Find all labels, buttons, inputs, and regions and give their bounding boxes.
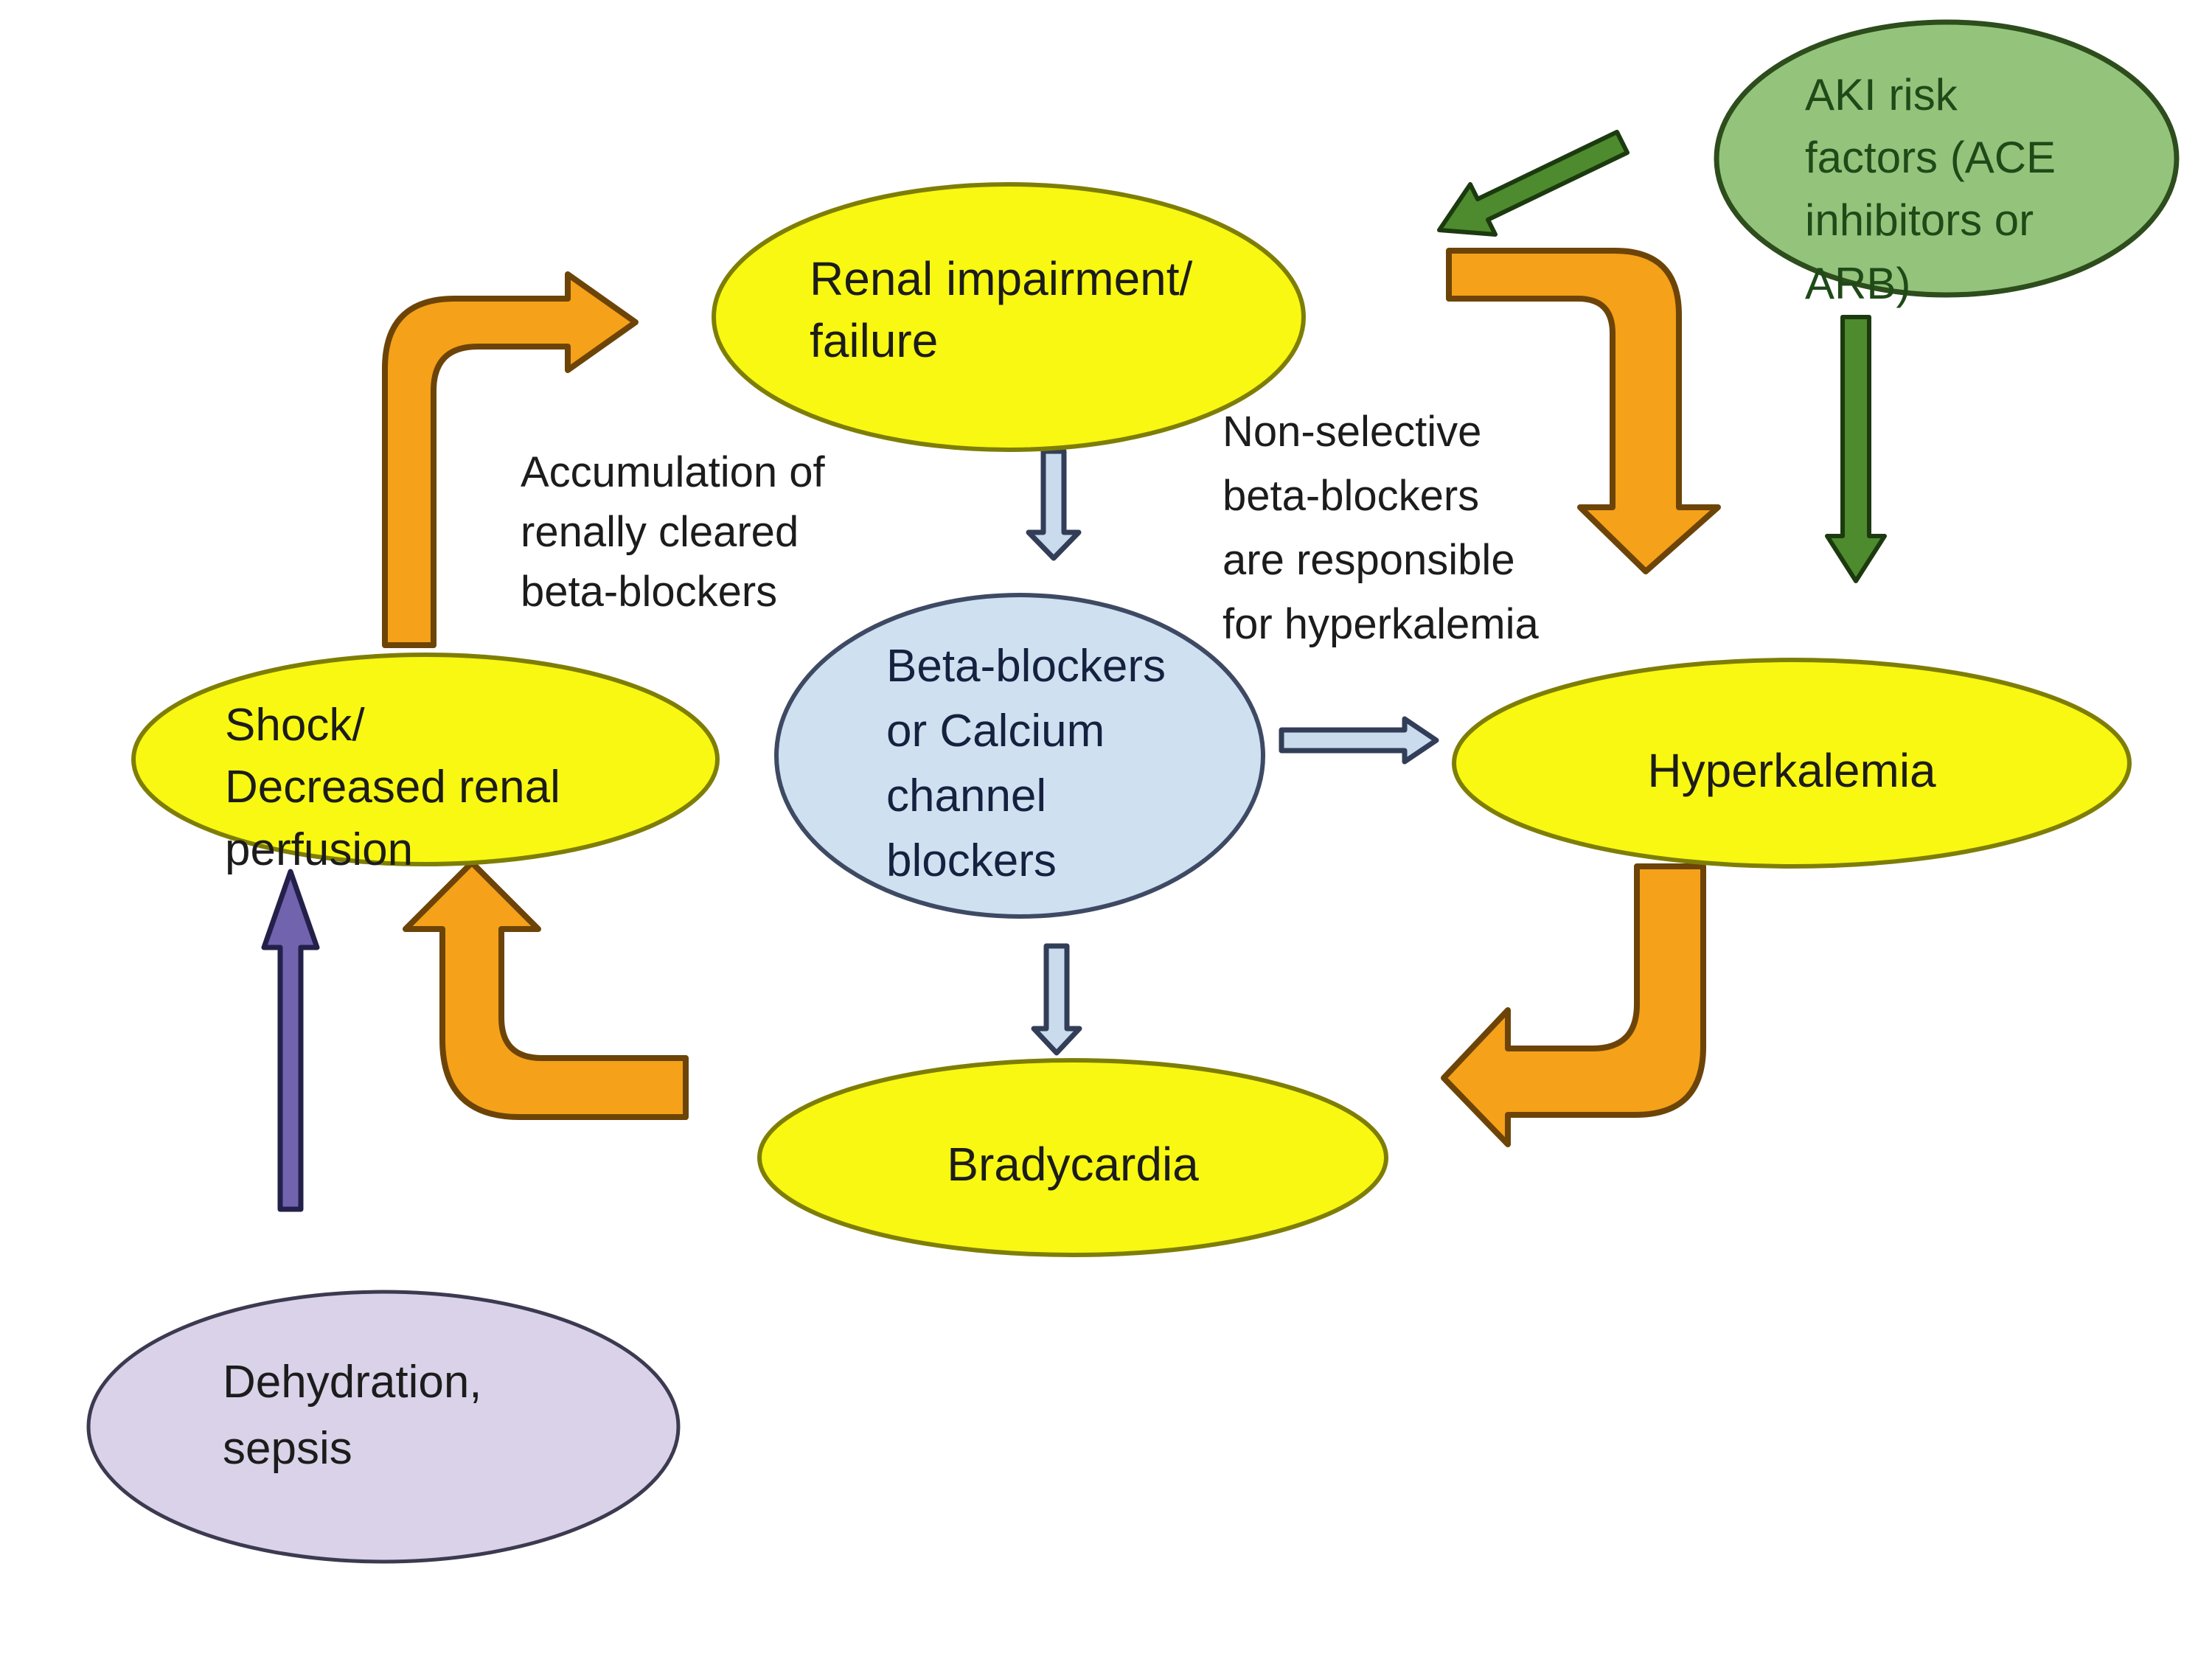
- node-dehydration-label: Dehydration, sepsis: [223, 1357, 482, 1474]
- node-beta-blockers-label: Beta-blockers or Calcium channel blocker…: [886, 641, 1166, 887]
- node-bradycardia-label: Bradycardia: [947, 1138, 1199, 1191]
- arrow-bradycardia-to-shock: [403, 860, 689, 1120]
- node-aki-risk-label: AKI risk factors (ACE inhibitors or ARB): [1805, 70, 2056, 308]
- node-hyperkalemia-shape: [1452, 658, 2132, 869]
- arrow-beta-blockers-to-hyperkalemia: [1279, 716, 1439, 765]
- node-shock-label: Shock/ Decreased renal perfusion: [225, 700, 560, 875]
- node-renal-impairment-label: Renal impairment/ failure: [810, 252, 1193, 368]
- arrow-renal-impairment-to-hyperkalemia: [1446, 248, 1721, 574]
- arrow-renal-impairment-to-beta-blockers: [1026, 448, 1082, 561]
- node-aki-risk-shape: [1714, 19, 2180, 298]
- arrow-aki-risk-to-hyperkalemia: [1825, 315, 1887, 583]
- node-dehydration-shape: [86, 1290, 681, 1564]
- node-beta-blockers-shape: [774, 593, 1265, 919]
- node-bradycardia-shape: [757, 1058, 1388, 1257]
- arrow-shock-to-renal-impairment: [382, 271, 639, 648]
- node-shock-shape: [131, 653, 720, 866]
- arrow-beta-blockers-to-bradycardia: [1031, 943, 1082, 1056]
- node-renal-impairment-shape: [712, 182, 1306, 452]
- arrow-aki-risk-to-renal-impairment: [1437, 130, 1630, 237]
- annotation-accumulation-text: Accumulation of renally cleared beta-blo…: [521, 448, 825, 616]
- arrow-hyperkalemia-to-bradycardia: [1441, 863, 1706, 1147]
- annotation-nonselective-text: Non-selective beta-blockers are responsi…: [1222, 408, 1539, 648]
- node-hyperkalemia-label: Hyperkalemia: [1647, 744, 1936, 797]
- arrow-dehydration-to-shock: [261, 869, 320, 1212]
